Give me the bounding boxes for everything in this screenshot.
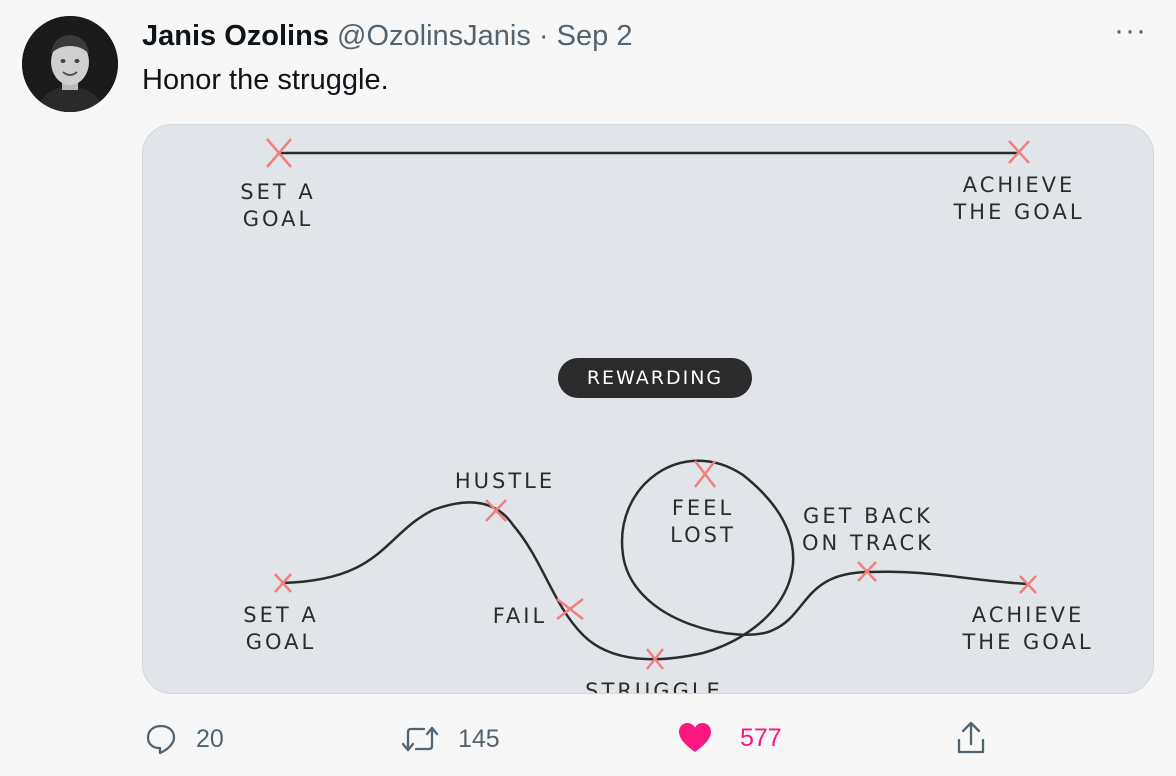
reply-button[interactable]: 20 (144, 722, 224, 756)
top-achieve-goal-label: ACHIEVE THE GOAL (953, 173, 1085, 224)
separator-dot: · (538, 20, 549, 52)
illustration-drawing (266, 138, 1037, 670)
tweet-header: Janis Ozolins @OzolinsJanis · Sep 2 (142, 20, 632, 53)
retweet-button[interactable]: 145 (400, 724, 500, 754)
fail-marker (556, 598, 584, 620)
get-back-marker (857, 561, 877, 582)
like-count: 577 (740, 723, 782, 752)
top-end-marker (1008, 140, 1030, 164)
tweet-media-image[interactable]: SET A GOAL ACHIEVE THE GOAL REWARDING HU… (142, 124, 1154, 694)
top-start-marker (266, 138, 292, 168)
bottom-set-goal-label: SET A GOAL (243, 603, 319, 654)
winding-path-line (281, 459, 1030, 661)
avatar[interactable] (22, 16, 118, 112)
bottom-achieve-goal-label: ACHIEVE THE GOAL (962, 603, 1094, 654)
like-button[interactable]: 577 (678, 722, 782, 754)
rewarding-badge: REWARDING (558, 358, 752, 398)
feel-lost-label: FEEL LOST (670, 496, 736, 547)
feel-lost-marker (694, 460, 716, 488)
author-handle[interactable]: @OzolinsJanis (337, 20, 531, 52)
heart-icon (679, 723, 711, 752)
tweet-action-bar: 20 145 577 (0, 718, 1176, 768)
struggle-marker (646, 648, 664, 670)
top-set-goal-label: SET A GOAL (240, 180, 316, 231)
reply-icon (146, 724, 176, 755)
tweet-text: Honor the struggle. (142, 64, 389, 96)
bottom-end-marker (1019, 575, 1037, 594)
get-back-label: GET BACK ON TRACK (802, 504, 934, 555)
share-button[interactable] (956, 720, 986, 756)
more-options-icon[interactable]: ··· (1114, 14, 1147, 47)
share-icon (957, 721, 985, 754)
fail-label: FAIL (492, 604, 548, 628)
hustle-marker (485, 499, 507, 522)
retweet-icon (401, 726, 439, 752)
reply-count: 20 (196, 724, 224, 753)
bottom-start-marker (274, 573, 292, 593)
author-name[interactable]: Janis Ozolins (142, 20, 329, 52)
retweet-count: 145 (458, 724, 500, 753)
tweet-date[interactable]: Sep 2 (556, 20, 633, 52)
struggle-label: STRUGGLE (585, 679, 723, 694)
avatar-photo (22, 16, 118, 112)
hustle-label: HUSTLE (454, 469, 556, 493)
